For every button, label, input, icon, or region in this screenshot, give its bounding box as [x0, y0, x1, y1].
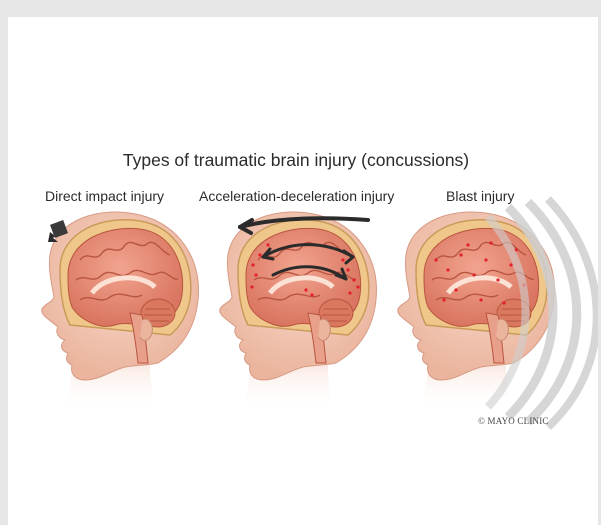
image-panel: Types of traumatic brain injury (concuss…	[8, 17, 598, 525]
head-acceleration-deceleration	[220, 212, 377, 410]
head-direct-impact	[42, 212, 199, 410]
mayo-clinic-credit: © MAYO CLINIC	[478, 416, 549, 426]
head-illustrations	[8, 17, 598, 525]
window-left-edge	[0, 0, 8, 525]
window-top-bar	[0, 0, 601, 17]
